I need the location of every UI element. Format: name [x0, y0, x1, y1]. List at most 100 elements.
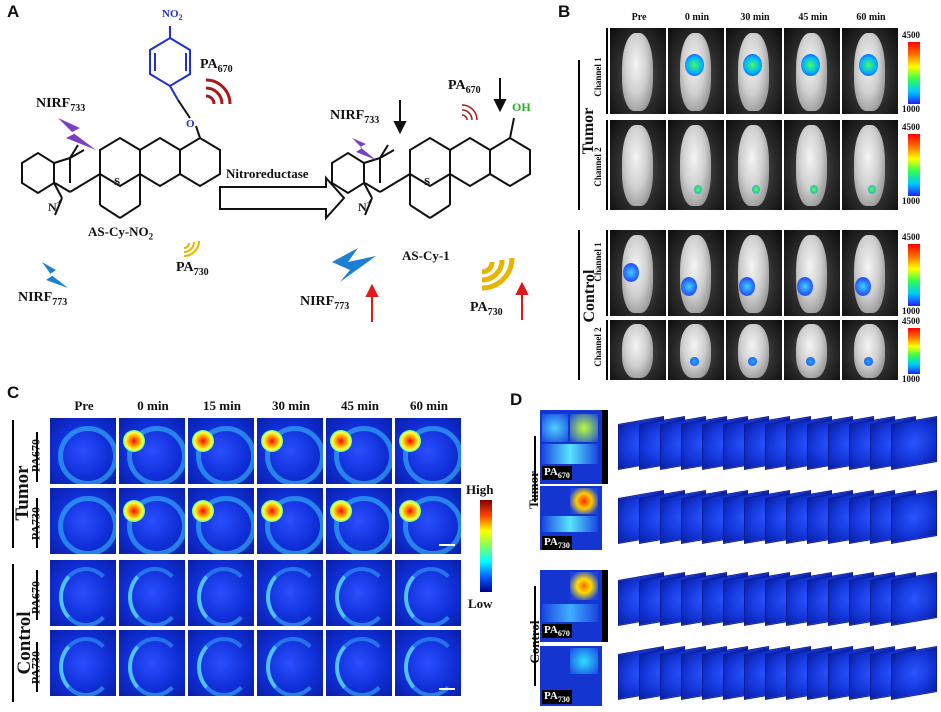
nirf773-left-bolt [42, 262, 68, 288]
panel-d: Tumor Control PA670 PA730 PA670 PA730 [510, 400, 941, 712]
panel-b: Pre 0 min 30 min 45 min 60 min Tumor Con… [578, 12, 941, 384]
d-control-pa730-label: PA730 [542, 690, 572, 705]
s-atom-left: S [114, 176, 121, 188]
c-pa-tile [188, 418, 254, 484]
compound-left-label: AS-Cy-NO2 [88, 224, 154, 242]
b-scale-min-2: 1000 [902, 196, 920, 206]
b-mouse-tile [784, 28, 840, 114]
b-scale-max-2: 4500 [902, 122, 920, 132]
c-pa-tile [326, 630, 392, 696]
panel-letter-b: B [558, 2, 571, 21]
b-mouse-tile [610, 28, 666, 114]
b-mouse-tile [668, 230, 724, 316]
reaction-arrow [219, 175, 346, 221]
c-pa-tile [188, 488, 254, 554]
d-slice [891, 415, 937, 471]
c-pa-tile [119, 560, 185, 626]
b-mouse-tile [610, 320, 666, 380]
pa670-down-arrow [493, 78, 507, 113]
c-pa-tile [395, 630, 461, 696]
n-atom-left: N+ [48, 198, 62, 214]
b-mouse-tile [726, 120, 782, 210]
nirf733-left-label: NIRF733 [36, 96, 86, 114]
panel-a-scheme [21, 26, 531, 322]
pa670-left-label: PA670 [200, 57, 233, 75]
b-mouse-tile [784, 320, 840, 380]
b-tumor-channel1: Channel 1 [593, 57, 603, 97]
b-mouse-tile [668, 120, 724, 210]
c-pa-tile [326, 488, 392, 554]
nirf773-right-label: NIRF773 [300, 294, 350, 312]
pa730-up-arrow [515, 281, 529, 320]
c-pa-tile [257, 560, 323, 626]
c-pa-tile [395, 560, 461, 626]
b-scale-min-4: 1000 [902, 374, 920, 384]
nirf773-up-arrow [365, 283, 379, 322]
b-mouse-tile [784, 120, 840, 210]
nirf733-down-arrow [393, 100, 407, 135]
nirf733-left-bolt [58, 118, 96, 150]
c-pa-tile [119, 488, 185, 554]
b-mouse-tile [842, 120, 898, 210]
pa670-right-label: PA670 [448, 78, 481, 96]
n-atom-right: N+ [358, 198, 372, 214]
d-slice [891, 571, 937, 627]
c-pa-tile [50, 630, 116, 696]
c-scale-low: Low [468, 596, 493, 611]
b-scale-min-3: 1000 [902, 306, 920, 316]
c-pa-tile [395, 418, 461, 484]
nirf773-left-label: NIRF773 [18, 290, 68, 308]
d-slice [891, 489, 937, 545]
b-mouse-tile [610, 230, 666, 316]
c-pa-tile [257, 630, 323, 696]
panel-letter-d: D [510, 390, 523, 409]
c-pa-tile [119, 418, 185, 484]
b-time-60: 60 min [856, 12, 886, 23]
c-time-pre: Pre [74, 398, 94, 413]
pa730-right-label: PA730 [470, 300, 503, 318]
b-control-channel2: Channel 2 [593, 327, 603, 367]
c-scale-bar [439, 544, 455, 546]
nirf733-right-label: NIRF733 [330, 108, 380, 126]
c-pa-tile [395, 488, 461, 554]
s-atom-right: S [424, 176, 431, 188]
nitro-label: NO2 [162, 8, 183, 23]
d-slice [891, 645, 937, 701]
compound-right-label: AS-Cy-1 [402, 248, 450, 263]
pa670-right-wave [461, 104, 478, 121]
pa730-left-label: PA730 [176, 260, 209, 278]
d-control-pa670-label: PA670 [542, 624, 572, 639]
c-scale-high: High [466, 482, 494, 497]
b-colorbar-4 [908, 328, 920, 374]
d-pa670-label: PA670 [542, 466, 572, 481]
c-pa-tile [50, 560, 116, 626]
c-pa-tile [257, 418, 323, 484]
b-mouse-tile [842, 230, 898, 316]
pa730-right-wave [481, 257, 515, 291]
b-colorbar-2 [908, 134, 920, 196]
c-time-45: 45 min [341, 398, 379, 413]
c-colorbar [480, 500, 492, 592]
b-mouse-tile [726, 230, 782, 316]
b-mouse-tile [668, 28, 724, 114]
c-pa-tile [188, 630, 254, 696]
b-tumor-channel2: Channel 2 [593, 147, 603, 187]
nirf733-right-bolt [352, 138, 376, 160]
d-pa730-label: PA730 [542, 536, 572, 551]
c-pa-tile [119, 630, 185, 696]
c-pa-tile [50, 418, 116, 484]
b-mouse-tile [726, 320, 782, 380]
b-time-0: 0 min [684, 12, 710, 23]
b-mouse-tile [668, 320, 724, 380]
b-colorbar-3 [908, 244, 920, 306]
c-pa-tile [50, 488, 116, 554]
nitrobenzyl-group [149, 26, 191, 101]
b-mouse-tile [842, 28, 898, 114]
b-colorbar-1 [908, 42, 920, 104]
b-time-45: 45 min [798, 12, 828, 23]
b-mouse-tile [842, 320, 898, 380]
b-mouse-tile [784, 230, 840, 316]
panel-letter-a: A [7, 2, 20, 21]
b-scale-max-1: 4500 [902, 30, 920, 40]
pa670-left-wave [205, 78, 232, 105]
